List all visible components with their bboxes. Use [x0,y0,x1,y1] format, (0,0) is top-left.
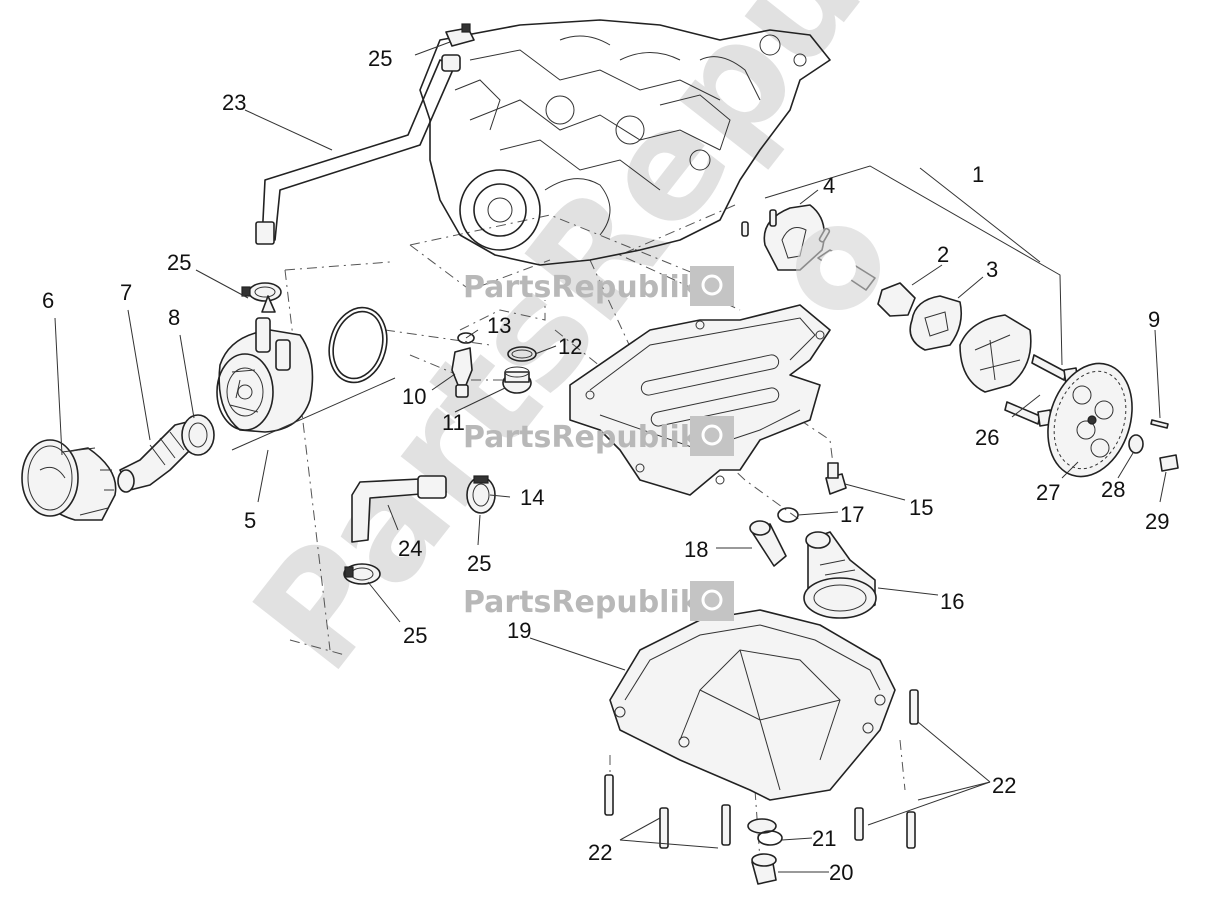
part-23-breather-pipe [255,54,461,245]
part-7-threaded-union [117,419,201,493]
part-24-oil-hose [351,475,447,543]
part-20-drain-plug [751,853,777,885]
callout-17: 17 [840,502,864,527]
callout-6: 6 [42,288,54,313]
part-19-oil-sump [609,609,896,834]
part-3-outer-rotor [909,295,963,351]
part-22-sump-bolts [604,689,919,849]
callout-leaders [54,41,1167,873]
watermark-logo-3: PartsRepublik [463,581,734,621]
callout-23: 23 [222,90,246,115]
watermark-logo-2: PartsRepublik [463,416,734,456]
part-8-tab-washer [181,414,215,456]
callout-1: 1 [972,162,984,187]
callout-9: 9 [1148,307,1160,332]
callout-labels: 1 2 3 4 5 6 7 8 9 10 11 12 13 14 15 16 1… [42,46,1169,885]
callout-18: 18 [684,537,708,562]
part-28-washer [1128,434,1144,454]
part-21-drain-washer [757,830,783,846]
part-oil-pump-body [959,314,1032,393]
callout-12: 12 [558,334,582,359]
callout-11: 11 [442,410,465,435]
callout-26: 26 [975,425,999,450]
callout-24: 24 [398,536,422,561]
part-11-plug [502,366,532,394]
part-9-pin [1150,419,1169,429]
callout-14: 14 [520,485,544,510]
svg-text:PartsRepublik: PartsRepublik [463,420,701,455]
svg-text:PartsRepublik: PartsRepublik [463,270,701,305]
part-sump-gasket-plate [569,304,831,496]
part-13-small-washer [457,332,475,344]
part-16-oil-strainer [803,531,877,619]
callout-19: 19 [507,618,531,643]
watermark-logo-1: PartsRepublik [463,266,734,306]
part-2-inner-rotor [877,282,916,317]
callout-25-mid: 25 [467,551,491,576]
part-25-hose-clamp-mid [466,475,496,514]
callout-25-bottom: 25 [403,623,427,648]
callout-25-left: 25 [167,250,191,275]
callout-8: 8 [168,305,180,330]
part-17-o-ring [777,507,799,523]
callout-2: 2 [937,242,949,267]
part-15-bolt [825,462,847,495]
part-6-oil-filter [21,439,117,521]
part-18-relief-valve [749,520,787,567]
part-26-pump-screws [1004,354,1079,427]
callout-21: 21 [812,826,836,851]
o-ring-large [328,306,388,384]
callout-7: 7 [120,280,132,305]
assembly-guide-lines [284,204,906,861]
callout-10: 10 [402,384,426,409]
callout-13: 13 [487,313,511,338]
part-25-hose-clamp-bottom [343,563,381,585]
callout-29: 29 [1145,509,1169,534]
crankcase [419,19,831,266]
callout-16: 16 [940,589,964,614]
part-10-pressure-switch [451,347,473,398]
callout-15: 15 [909,495,933,520]
part-27-pump-gear [1047,362,1133,478]
callout-27: 27 [1036,480,1060,505]
callout-28: 28 [1101,477,1125,502]
svg-text:PartsRepublik: PartsRepublik [463,585,701,620]
callout-22-left: 22 [588,840,612,865]
callout-4: 4 [823,173,835,198]
part-25-hose-clamp-top [445,23,475,47]
part-29-screw [1159,454,1179,472]
callout-22-right: 22 [992,773,1016,798]
callout-5: 5 [244,508,256,533]
watermark-gear-large [796,226,880,310]
part-25-hose-clamp-left [241,282,282,302]
part-5-filter-housing [216,295,314,433]
callout-3: 3 [986,257,998,282]
callout-20: 20 [829,860,853,885]
callout-25-top: 25 [368,46,392,71]
